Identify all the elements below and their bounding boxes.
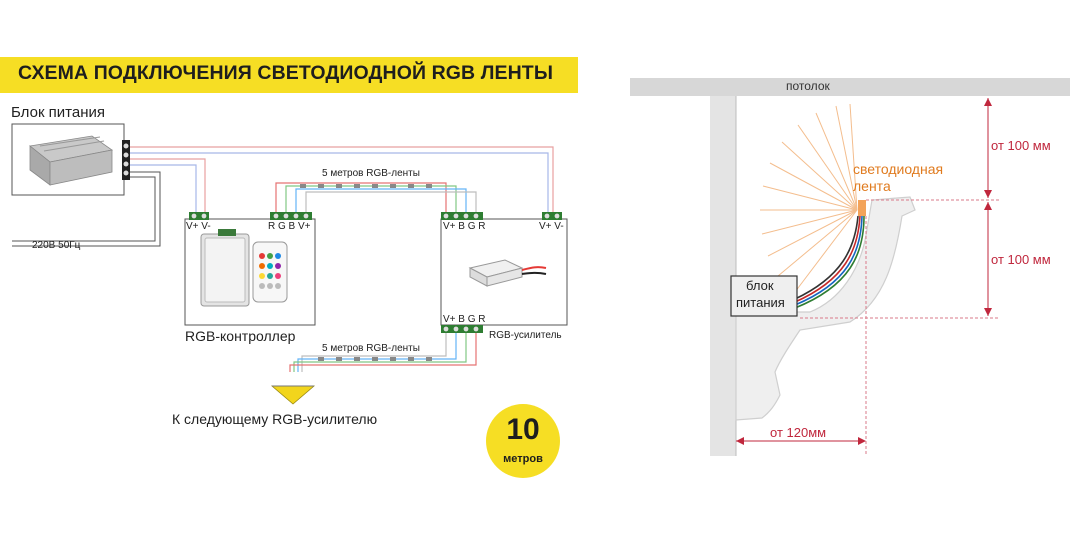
power-supply-terminals — [122, 140, 130, 180]
strip-top-wires — [275, 182, 477, 212]
power-supply-image — [29, 135, 114, 186]
amplifier-power-terminals: V+ V- — [539, 221, 564, 232]
strip-top-leds — [300, 184, 432, 188]
controller-rgb-terminals: R G B V+ — [268, 221, 311, 232]
badge-unit: метров — [503, 453, 543, 465]
next-arrow-icon — [270, 385, 316, 405]
amplifier-out-terminal — [441, 325, 483, 333]
amplifier-image — [468, 259, 547, 287]
strip-cable — [794, 215, 865, 309]
controller-power-terminal — [189, 212, 209, 220]
controller-image — [200, 229, 288, 307]
dimension-lines — [736, 98, 1000, 456]
strip-label-line1: светодиодная — [853, 161, 944, 177]
mains-wires — [12, 171, 161, 247]
dim-top-label: от 100 мм — [991, 138, 1051, 153]
amplifier-out-terminals: V+ B G R — [443, 314, 486, 325]
amplifier-power-terminal — [542, 212, 562, 220]
ceiling-label: потолок — [786, 79, 830, 93]
dimension-arrows — [736, 98, 992, 445]
mains-label: 220В 50Гц — [32, 240, 81, 251]
title-banner — [0, 57, 578, 93]
badge-number: 10 — [506, 413, 540, 446]
dim-mid-label: от 100 мм — [991, 252, 1051, 267]
strip-bottom-label: 5 метров RGB-ленты — [322, 343, 420, 354]
psu-label-line1: блок — [746, 278, 774, 293]
strip-top-label: 5 метров RGB-ленты — [322, 168, 420, 179]
psu-label-line2: питания — [736, 295, 785, 310]
diagram-title: СХЕМА ПОДКЛЮЧЕНИЯ СВЕТОДИОДНОЙ RGB ЛЕНТЫ — [18, 62, 554, 84]
strip-bottom-leds — [318, 357, 432, 361]
controller-power-terminals: V+ V- — [186, 221, 211, 232]
strip-label-line2: лента — [853, 178, 891, 194]
psu-box — [730, 275, 798, 317]
controller-label: RGB-контроллер — [185, 328, 296, 344]
length-badge — [486, 404, 560, 478]
amplifier-in-terminals: V+ B G R — [443, 221, 486, 232]
controller-rgb-terminal — [270, 212, 312, 220]
amplifier-in-terminal — [441, 212, 483, 220]
power-supply-label: Блок питания — [11, 104, 105, 121]
amplifier-label: RGB-усилитель — [489, 330, 562, 341]
led-strip-icon — [858, 200, 866, 216]
ceiling-section — [630, 78, 1070, 456]
next-amplifier-label: К следующему RGB-усилителю — [172, 411, 378, 427]
dim-bottom-label: от 120мм — [770, 425, 827, 440]
power-wires — [130, 146, 554, 213]
cornice-molding — [735, 196, 916, 421]
led-light-rays — [760, 103, 858, 293]
